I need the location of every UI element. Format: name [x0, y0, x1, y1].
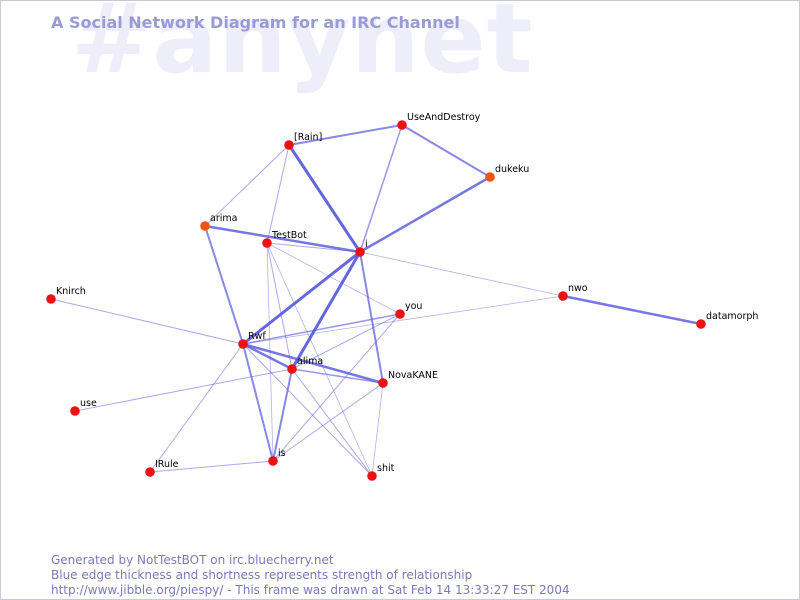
node-datamorph: datamorph: [696, 311, 758, 329]
node-nwo: nwo: [558, 283, 588, 301]
edges-layer: [50, 124, 703, 477]
node-label: datamorph: [706, 311, 758, 322]
node-dot: [145, 467, 155, 477]
diagram-title: A Social Network Diagram for an IRC Chan…: [51, 13, 460, 32]
node-label: [Rain]: [294, 132, 322, 143]
node-label: Knirch: [56, 286, 86, 297]
footer-info: Generated by NotTestBOT on irc.bluecherr…: [51, 553, 570, 598]
node-label: TestBot: [271, 230, 307, 241]
edge-rwf-novakane: [241, 342, 385, 385]
edge-useanddestroy-dukeku: [401, 124, 491, 178]
edge-testbot-alima: [266, 242, 293, 370]
edge-knirch-rwf: [50, 298, 244, 345]
edge-testbot-i: [266, 242, 361, 253]
edge-rwf-irule: [149, 343, 244, 473]
node-dot: [200, 221, 210, 231]
footer-url-timestamp: http://www.jibble.org/piespy/ - This fra…: [51, 583, 570, 597]
node-label: dukeku: [495, 164, 529, 175]
node-rain: [Rain]: [284, 132, 322, 150]
edge-rain-i: [287, 143, 362, 254]
edge-alima-is: [272, 368, 293, 462]
node-label: IRule: [155, 459, 179, 470]
node-label: arima: [210, 213, 237, 224]
edge-irule-is: [149, 460, 274, 473]
node-rwf: Rwf: [238, 331, 266, 349]
node-dot: [46, 294, 56, 304]
edge-i-rwf: [241, 250, 362, 346]
node-dot: [355, 247, 365, 257]
node-dot: [70, 406, 80, 416]
edge-you-rwf: [242, 313, 401, 345]
node-dot: [287, 364, 297, 374]
edge-rain-arima: [204, 144, 290, 227]
edge-you-is: [272, 313, 401, 462]
node-label: UseAndDestroy: [407, 112, 481, 123]
node-you: you: [395, 301, 422, 319]
node-label: use: [80, 398, 97, 409]
edge-dukeku-i: [358, 175, 492, 254]
edge-you-alima: [291, 313, 401, 370]
node-dot: [378, 378, 388, 388]
edge-nwo-rwf: [242, 295, 564, 345]
node-dot: [395, 309, 405, 319]
node-dot: [284, 140, 294, 150]
node-knirch: Knirch: [46, 286, 86, 304]
node-dot: [397, 120, 407, 130]
edge-novakane-is: [272, 382, 384, 462]
edge-novakane-shit: [371, 382, 384, 477]
edge-nwo-datamorph: [561, 294, 703, 326]
edge-arima-rwf: [204, 225, 244, 345]
node-label: Rwf: [248, 331, 266, 342]
node-label: you: [405, 301, 422, 312]
node-irule: IRule: [145, 459, 179, 477]
footer-generated-by: Generated by NotTestBOT on irc.bluecherr…: [51, 553, 334, 567]
node-dot: [238, 339, 248, 349]
edge-i-alima: [290, 250, 362, 371]
node-arima: arima: [200, 213, 237, 231]
node-dot: [696, 319, 706, 329]
node-dukeku: dukeku: [485, 164, 529, 182]
node-i: i: [355, 239, 368, 257]
node-label: alima: [297, 356, 323, 367]
node-testbot: TestBot: [262, 230, 307, 248]
node-novakane: NovaKANE: [378, 370, 438, 388]
edge-useanddestroy-i: [359, 124, 403, 253]
edge-alima-shit: [291, 368, 373, 477]
edge-i-novakane: [359, 251, 384, 384]
edge-rain-useanddestroy: [288, 124, 403, 146]
node-use: use: [70, 398, 97, 416]
edge-testbot-you: [266, 242, 401, 315]
node-label: i: [365, 239, 368, 250]
node-useanddestroy: UseAndDestroy: [397, 112, 481, 130]
edge-rain-testbot: [266, 144, 290, 244]
node-label: NovaKANE: [388, 370, 438, 381]
edge-rwf-is: [242, 343, 274, 462]
edge-alima-novakane: [291, 368, 384, 384]
edge-rwf-alima: [241, 342, 294, 371]
node-dot: [262, 238, 272, 248]
node-label: nwo: [568, 283, 588, 294]
edge-alima-use: [74, 368, 293, 412]
edge-testbot-shit: [266, 242, 373, 477]
edge-arima-i: [203, 224, 362, 254]
node-alima: alima: [287, 356, 323, 374]
node-label: shit: [377, 463, 395, 474]
node-is: is: [268, 448, 286, 466]
edge-i-nwo: [359, 251, 564, 297]
node-shit: shit: [367, 463, 395, 481]
node-dot: [558, 291, 568, 301]
footer-legend-note: Blue edge thickness and shortness repres…: [51, 568, 473, 582]
node-dot: [367, 471, 377, 481]
node-dot: [268, 456, 278, 466]
channel-watermark: #anynet: [71, 0, 534, 95]
edge-rwf-shit: [242, 343, 373, 477]
node-label: is: [278, 448, 286, 459]
node-dot: [485, 172, 495, 182]
